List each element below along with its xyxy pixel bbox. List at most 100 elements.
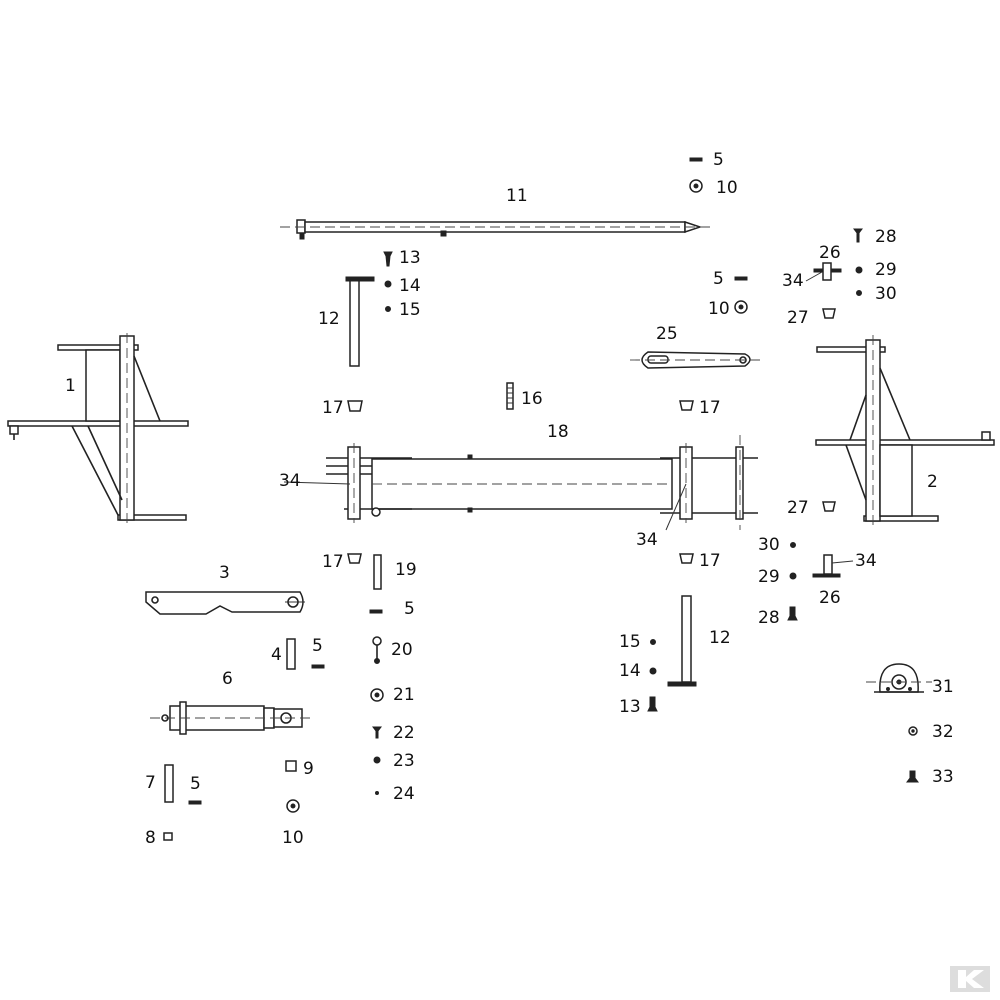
label-25: 25 [656, 324, 678, 344]
label-12-a: 12 [318, 309, 340, 329]
label-9: 9 [303, 759, 314, 779]
label-31: 31 [932, 677, 954, 697]
part-12-pin-upper [345, 276, 375, 367]
label-4: 4 [271, 645, 282, 665]
part-13-bolt-upper [383, 251, 393, 267]
label-5-e: 5 [713, 150, 724, 170]
part-5-washer-a [311, 664, 325, 669]
label-8: 8 [145, 828, 156, 848]
part-9-part [285, 760, 297, 772]
part-20-eyebolt [372, 636, 382, 664]
label-27-a: 27 [787, 308, 809, 328]
label-26-b: 26 [819, 588, 841, 608]
part-6-cylinder [150, 701, 310, 735]
part-17-bushing-a [347, 400, 363, 412]
part-27-bushing-lower [822, 501, 836, 512]
part-11-rod [280, 219, 712, 240]
label-28-b: 28 [758, 608, 780, 628]
part-28-bolt-upper [853, 228, 863, 243]
part-22-screw [372, 726, 382, 739]
label-29-a: 29 [875, 260, 897, 280]
part-15-ring-upper [385, 306, 391, 312]
label-30-b: 30 [758, 535, 780, 555]
part-15-ring-lower [650, 639, 656, 645]
label-26-a: 26 [819, 243, 841, 263]
label-12-b: 12 [709, 628, 731, 648]
label-17-d: 17 [699, 551, 721, 571]
part-5-washer-c [369, 609, 383, 614]
label-14-b: 14 [619, 661, 641, 681]
part-10-nut-mid [734, 300, 748, 314]
label-18: 18 [547, 422, 569, 442]
label-15-a: 15 [399, 300, 421, 320]
part-5-washer-e [689, 157, 703, 162]
part-29-washer-lower [789, 572, 797, 580]
label-17-b: 17 [699, 398, 721, 418]
part-3-plate [145, 591, 305, 615]
label-30-a: 30 [875, 284, 897, 304]
label-20: 20 [391, 640, 413, 660]
label-27-b: 27 [787, 498, 809, 518]
part-17-bushing-c [347, 553, 362, 564]
label-13-a: 13 [399, 248, 421, 268]
part-7-pin [164, 764, 174, 803]
label-10-c: 10 [282, 828, 304, 848]
part-32-nut [908, 726, 918, 736]
label-3: 3 [219, 563, 230, 583]
brand-logo [950, 966, 990, 992]
part-14-washer-upper [384, 280, 392, 288]
label-21: 21 [393, 685, 415, 705]
label-34-d: 34 [855, 551, 877, 571]
label-11: 11 [506, 186, 528, 206]
label-5-a: 5 [312, 636, 323, 656]
part-30-ring-lower [790, 542, 796, 548]
part-19-pin [373, 554, 382, 590]
part-26-bracket-upper [805, 262, 842, 282]
part-28-bolt-lower [787, 606, 798, 621]
label-2: 2 [927, 472, 938, 492]
part-23-washer [373, 756, 381, 764]
label-32: 32 [932, 722, 954, 742]
label-5-d: 5 [713, 269, 724, 289]
part-25-link [630, 351, 760, 369]
part-5-washer-b [188, 800, 202, 805]
label-19: 19 [395, 560, 417, 580]
part-21-nut [370, 688, 384, 702]
part-17-bushing-b [679, 400, 694, 411]
label-17-c: 17 [322, 552, 344, 572]
part-5-washer-d [734, 276, 748, 281]
part-18-tube [283, 435, 758, 531]
part-27-bushing-upper [822, 308, 836, 319]
label-13-b: 13 [619, 697, 641, 717]
part-33-bolt [906, 770, 919, 783]
part-4-pin [286, 638, 296, 670]
label-34-a: 34 [279, 471, 301, 491]
label-34-b: 34 [636, 530, 658, 550]
part-14-washer-lower [649, 667, 657, 675]
part-26-bracket-lower [812, 554, 854, 578]
label-5-c: 5 [404, 599, 415, 619]
label-15-b: 15 [619, 632, 641, 652]
part-24-ring [375, 791, 379, 795]
part-29-washer-upper [855, 266, 863, 274]
label-22: 22 [393, 723, 415, 743]
part-16-spring [506, 382, 514, 410]
part-labels: 1 2 3 4 5 5 5 5 5 6 7 8 9 10 10 10 11 12… [65, 150, 954, 848]
part-12-pin-lower [667, 595, 697, 687]
label-17-a: 17 [322, 398, 344, 418]
label-28-a: 28 [875, 227, 897, 247]
part-13-bolt-lower [647, 696, 658, 712]
label-24: 24 [393, 784, 415, 804]
label-16: 16 [521, 389, 543, 409]
part-10-nut-lower [286, 799, 300, 813]
part-2-right-frame [815, 335, 995, 526]
label-6: 6 [222, 669, 233, 689]
label-33: 33 [932, 767, 954, 787]
part-10-nut-top [689, 179, 703, 193]
label-5-b: 5 [190, 774, 201, 794]
part-8-part [163, 832, 173, 841]
part-30-ring-upper [856, 290, 862, 296]
label-14-a: 14 [399, 276, 421, 296]
label-29-b: 29 [758, 567, 780, 587]
